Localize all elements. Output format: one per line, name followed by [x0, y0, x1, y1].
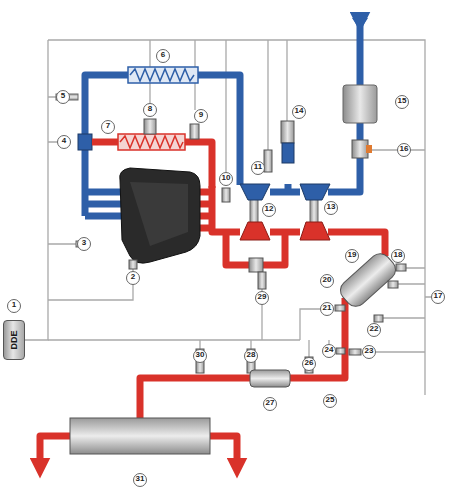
sensor [129, 260, 137, 269]
callout-number: 1 [7, 299, 21, 313]
callout-number: 20 [320, 274, 334, 288]
callout-number: 31 [133, 473, 147, 487]
callout-number: 14 [292, 105, 306, 119]
engine-cover [130, 182, 188, 246]
callout-number: 9 [194, 109, 208, 123]
callout-number: 19 [345, 249, 359, 263]
sensor [222, 188, 230, 202]
callout-number: 24 [322, 344, 336, 358]
particle-filter [336, 250, 399, 311]
callout-number: 23 [362, 345, 376, 359]
callout-number: 21 [320, 302, 334, 316]
callout-number: 2 [126, 271, 140, 285]
sensor [196, 264, 406, 373]
callout-number: 22 [367, 323, 381, 337]
blow-off-valve [282, 143, 294, 163]
intercooler [128, 67, 198, 83]
rear-silencer [70, 418, 210, 454]
callout-number: 29 [255, 291, 269, 305]
wastegate-valve [249, 258, 263, 272]
callout-number: 11 [251, 161, 265, 175]
egr-cooler-coil [120, 136, 183, 148]
bypass-valve [144, 119, 156, 134]
callout-number: 26 [302, 357, 316, 371]
callout-number: 16 [397, 143, 411, 157]
intercooler-coil [130, 69, 194, 81]
callout-number: 6 [156, 49, 170, 63]
callout-number: 17 [431, 290, 445, 304]
callout-number: 25 [323, 394, 337, 408]
turbocharger [240, 184, 330, 240]
wiring [25, 40, 431, 395]
callout-number: 7 [101, 120, 115, 134]
pressure-sensor [264, 150, 272, 172]
muffler [250, 370, 290, 387]
throttle-valve [78, 134, 92, 150]
sensor [190, 124, 199, 139]
callout-number: 27 [263, 397, 277, 411]
valve-actuator [366, 145, 372, 153]
callout-number: 4 [57, 135, 71, 149]
unit-label: DDE [9, 330, 19, 349]
callout-number: 13 [324, 201, 338, 215]
callout-number: 5 [56, 90, 70, 104]
air-inlet-arrow [352, 18, 368, 30]
callout-number: 28 [244, 349, 258, 363]
callout-number: 3 [77, 237, 91, 251]
callout-number: 15 [395, 95, 409, 109]
engine [120, 168, 200, 263]
callout-number: 10 [219, 172, 233, 186]
air-filter [343, 85, 377, 123]
valve-actuator [281, 121, 294, 143]
callout-number: 8 [143, 103, 157, 117]
valve-actuator [258, 272, 266, 289]
egr-cooler [118, 134, 185, 150]
exhaust-pipe [40, 142, 385, 468]
callout-number: 30 [193, 349, 207, 363]
callout-number: 12 [262, 203, 276, 217]
throttle-valve [352, 140, 368, 158]
control-unit-box: DDE [3, 320, 25, 360]
callout-number: 18 [391, 249, 405, 263]
